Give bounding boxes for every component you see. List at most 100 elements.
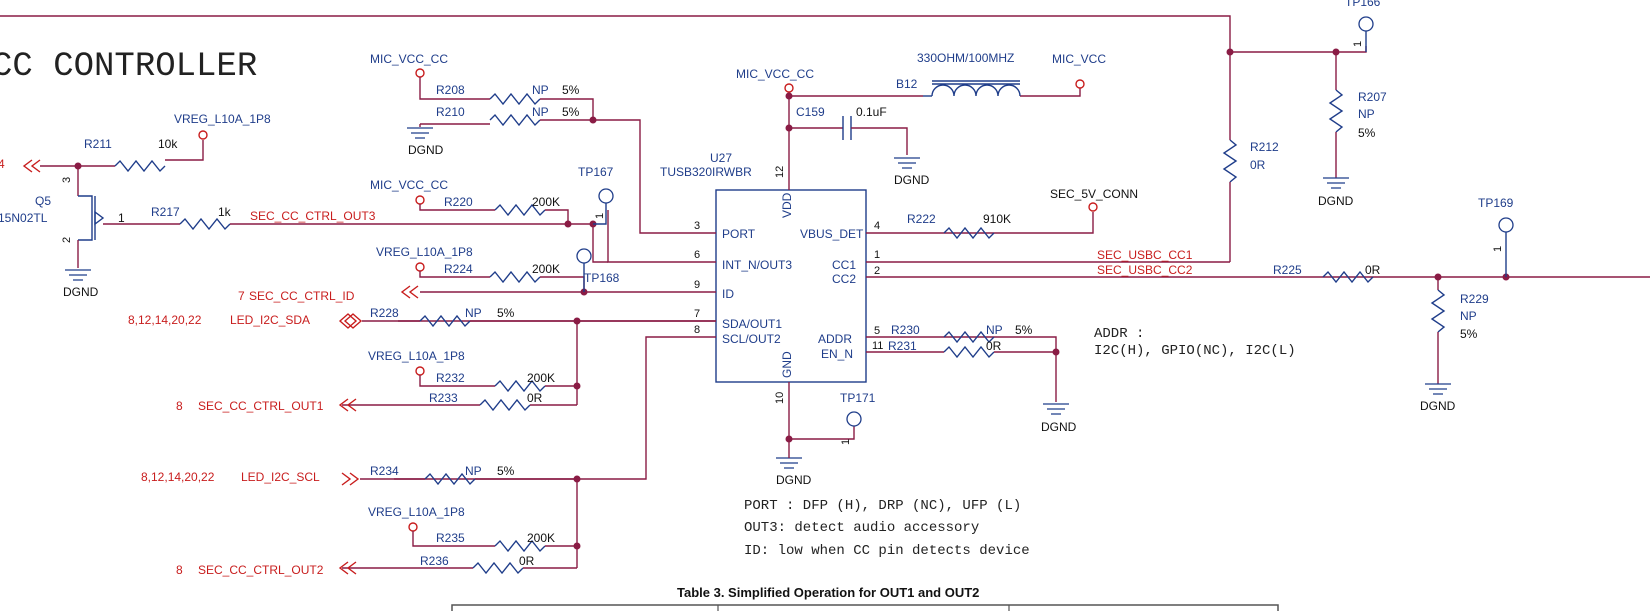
svg-text:5: 5 (874, 325, 880, 337)
ic-pin-wires: 12 10 3 6 9 7 8 4 1 2 5 11 (394, 92, 1650, 480)
svg-text:7: 7 (238, 289, 245, 303)
svg-text:ADDR: ADDR (818, 332, 852, 346)
svg-text:R236: R236 (420, 554, 449, 568)
svg-text:DGND: DGND (1318, 194, 1354, 208)
svg-text:SEC_CC_CTRL_OUT2: SEC_CC_CTRL_OUT2 (198, 563, 324, 577)
svg-text:ADDR :: ADDR : (1094, 326, 1144, 342)
svg-text:200K: 200K (532, 262, 560, 276)
svg-text:DGND: DGND (1041, 420, 1077, 434)
sheet-title: CC CONTROLLER (0, 48, 257, 86)
r222: R222 910K SEC_5V_CONN (907, 187, 1138, 240)
svg-text:NP: NP (465, 306, 482, 320)
svg-text:U27: U27 (710, 151, 732, 165)
svg-text:OUT3: detect audio accessory: OUT3: detect audio accessory (744, 520, 979, 536)
svg-text:7: 7 (694, 308, 700, 320)
svg-text:SEC_CC_CTRL_OUT3: SEC_CC_CTRL_OUT3 (250, 209, 376, 223)
svg-text:R233: R233 (429, 391, 458, 405)
svg-text:R235: R235 (436, 531, 465, 545)
tp169: TP169 1 (1478, 196, 1514, 277)
svg-text:DGND: DGND (894, 173, 930, 187)
svg-text:0R: 0R (1365, 263, 1381, 277)
svg-text:PORT: PORT (722, 227, 756, 241)
svg-text:MIC_VCC: MIC_VCC (1052, 52, 1106, 66)
cc-nets: SEC_USBC_CC1 SEC_USBC_CC2 (1097, 248, 1510, 281)
svg-text:VDD: VDD (780, 192, 794, 218)
r207: R207 NP 5% (1328, 52, 1387, 178)
svg-text:R207: R207 (1358, 90, 1387, 104)
svg-text:Q5: Q5 (35, 194, 51, 208)
tp171: TP171 1 DGND (776, 391, 876, 487)
svg-text:C159: C159 (796, 105, 825, 119)
tp166: TP166 1 (1345, 0, 1381, 52)
svg-text:4: 4 (0, 157, 5, 171)
b12: B12 330OHM/100MHZ (896, 51, 1021, 97)
svg-text:0R: 0R (527, 391, 543, 405)
svg-text:TP169: TP169 (1478, 196, 1514, 210)
svg-text:2: 2 (61, 237, 73, 243)
svg-text:1: 1 (840, 439, 852, 445)
svg-text:15N02TL: 15N02TL (0, 211, 48, 225)
svg-text:0R: 0R (1250, 158, 1266, 172)
svg-text:MIC_VCC_CC: MIC_VCC_CC (736, 67, 814, 81)
svg-text:SCL/OUT2: SCL/OUT2 (722, 332, 781, 346)
table-caption: Table 3. Simplified Operation for OUT1 a… (677, 585, 979, 600)
svg-text:SEC_CC_CTRL_OUT1: SEC_CC_CTRL_OUT1 (198, 399, 324, 413)
svg-text:LED_I2C_SDA: LED_I2C_SDA (230, 313, 310, 327)
dgnd-r207: DGND (1318, 177, 1354, 208)
sda-branch: 8,12,14,20,22 LED_I2C_SDA R228 NP 5% VRE… (128, 306, 716, 413)
svg-text:200K: 200K (532, 195, 560, 209)
svg-text:2: 2 (874, 265, 880, 277)
r212: R212 0R (1222, 52, 1279, 262)
svg-text:5%: 5% (1015, 323, 1033, 337)
svg-text:R228: R228 (370, 306, 399, 320)
r229: R229 NP 5% DGND (1420, 277, 1489, 413)
svg-text:0R: 0R (519, 554, 535, 568)
svg-text:NP: NP (465, 464, 482, 478)
svg-text:1: 1 (1492, 246, 1504, 252)
svg-text:VREG_L10A_1P8: VREG_L10A_1P8 (376, 245, 473, 259)
svg-text:ID: low when CC pin detects de: ID: low when CC pin detects device (744, 543, 1030, 559)
svg-text:4: 4 (874, 220, 880, 232)
r224: VREG_L10A_1P8 R224 200K SEC_CC_CTRL_ID 7 (238, 245, 588, 303)
svg-text:R225: R225 (1273, 263, 1302, 277)
svg-text:8: 8 (176, 563, 183, 577)
svg-text:NP: NP (1460, 309, 1477, 323)
svg-text:CC2: CC2 (832, 272, 856, 286)
svg-text:5%: 5% (562, 105, 580, 119)
svg-text:R212: R212 (1250, 140, 1279, 154)
ic-u27: U27 TUSB320IRWBR VDD GND PORT INT_N/OUT3… (660, 151, 867, 383)
svg-text:LED_I2C_SCL: LED_I2C_SCL (241, 470, 320, 484)
svg-text:NP: NP (532, 83, 549, 97)
svg-text:R231: R231 (888, 339, 917, 353)
svg-text:R210: R210 (436, 105, 465, 119)
mic-vcc-cc-top: MIC_VCC_CC MIC_VCC (736, 52, 1106, 100)
svg-text:6: 6 (694, 249, 700, 261)
svg-text:10: 10 (774, 392, 786, 404)
svg-text:VBUS_DET: VBUS_DET (800, 227, 864, 241)
svg-text:SDA/OUT1: SDA/OUT1 (722, 317, 782, 331)
svg-text:8,12,14,20,22: 8,12,14,20,22 (141, 470, 215, 484)
tp167: TP167 1 (578, 165, 614, 225)
svg-text:GND: GND (780, 351, 794, 378)
svg-text:5%: 5% (1460, 327, 1478, 341)
svg-text:1: 1 (874, 249, 880, 261)
svg-text:0.1uF: 0.1uF (856, 105, 887, 119)
svg-text:1: 1 (594, 213, 606, 219)
svg-text:3: 3 (694, 220, 700, 232)
svg-text:DGND: DGND (408, 143, 444, 157)
svg-text:TP166: TP166 (1345, 0, 1381, 9)
svg-text:ID: ID (722, 287, 734, 301)
svg-text:R230: R230 (891, 323, 920, 337)
svg-text:R224: R224 (444, 262, 473, 276)
svg-text:SEC_5V_CONN: SEC_5V_CONN (1050, 187, 1138, 201)
svg-text:SEC_USBC_CC2: SEC_USBC_CC2 (1097, 263, 1193, 277)
svg-text:DGND: DGND (1420, 399, 1456, 413)
svg-text:5%: 5% (497, 464, 515, 478)
r225: R225 0R (1273, 263, 1381, 284)
svg-text:8: 8 (176, 399, 183, 413)
svg-text:0R: 0R (986, 339, 1002, 353)
svg-text:R208: R208 (436, 83, 465, 97)
svg-text:12: 12 (774, 166, 786, 178)
svg-text:R229: R229 (1460, 292, 1489, 306)
